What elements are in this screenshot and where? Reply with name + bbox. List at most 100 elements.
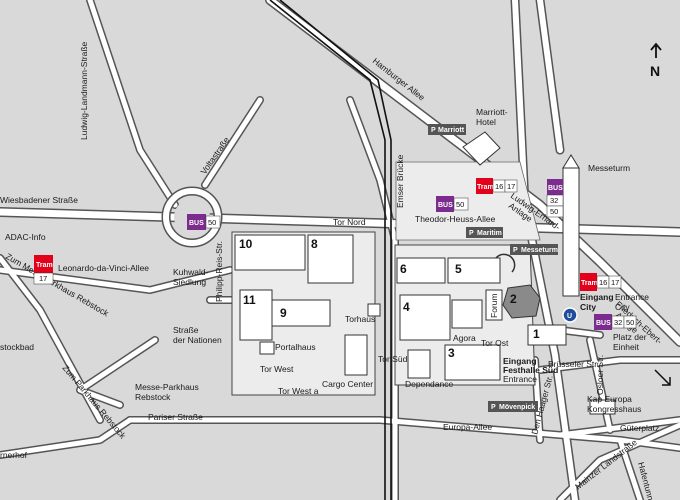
svg-text:50: 50 (208, 218, 216, 227)
rail-lines (269, 0, 392, 500)
hall-9-number: 10 (239, 237, 253, 251)
entrance-festhalle-2: Festhalle Süd (503, 365, 558, 375)
parking-marriott-label: Marriott (438, 127, 465, 134)
bus-stop-einheit: BUS 32 50 (594, 314, 637, 330)
direction-arrow-icon (654, 369, 671, 386)
cargo-center-building (344, 334, 368, 376)
bus-icon (594, 314, 612, 330)
label-cargo-center: Cargo Center (322, 379, 373, 389)
parking-messeturm-label: Messeturm (521, 247, 558, 254)
svg-text:BUS: BUS (189, 220, 204, 227)
hall-numbers: 10 8 11 9 6 5 4 3 2 1 (239, 237, 540, 360)
label-messeturm: Messeturm (588, 163, 630, 173)
hall-10 (271, 299, 331, 327)
label-torhaus: Torhaus (345, 314, 375, 324)
label-dependance: Dependance (405, 379, 453, 389)
label-stockbad: stockbad (0, 342, 34, 352)
parking-marriott: P Marriott (428, 124, 466, 135)
hall-3 (444, 344, 501, 381)
entrance-festhalle-3: Entrance (503, 374, 537, 384)
entrance-city-de-1: Eingang (580, 292, 614, 302)
street-bruesseler: Brüsseler Str. (548, 359, 599, 369)
hall-8 (307, 234, 354, 284)
street-strasse-der-nationen-1: Straße (173, 325, 199, 335)
svg-text:BUS: BUS (596, 320, 611, 327)
svg-text:32: 32 (550, 196, 558, 205)
svg-text:17: 17 (39, 274, 47, 283)
label-messe-parkhaus-2: Rebstock (135, 392, 171, 402)
svg-text:P: P (513, 247, 518, 254)
label-kap-europa-1: Kap Europa (587, 394, 632, 404)
entrance-festhalle-1: Eingang (503, 356, 537, 366)
hall-2-number: 2 (510, 292, 517, 306)
gate-tor-sued: Tor Süd (378, 354, 408, 364)
hall-4 (399, 294, 451, 341)
parking-maritim: P Maritim (466, 227, 503, 238)
tram-icon (34, 255, 53, 273)
street-guterplatz: Güterplatz (620, 423, 659, 433)
label-forum: Forum (489, 293, 499, 318)
hall-3-number: 3 (448, 346, 455, 360)
label-kuhwald-2: Siedlung (173, 277, 206, 287)
label-messe-parkhaus-1: Messe-Parkhaus (135, 382, 199, 392)
street-emser-bruecke: Emser Brücke (395, 154, 405, 208)
hall-1-number: 1 (533, 327, 540, 341)
svg-text:BUS: BUS (438, 202, 453, 209)
street-platz-der-einheit-1: Platz der (613, 332, 647, 342)
hall-2 (502, 284, 541, 319)
hall-5-number: 5 (455, 262, 462, 276)
svg-text:Tram: Tram (581, 280, 598, 287)
entrance-city-en-2: City (615, 302, 630, 312)
svg-text:P: P (431, 127, 436, 134)
svg-text:Tram: Tram (36, 262, 53, 269)
tram-icon (476, 178, 493, 194)
street-theodor-heuss: Theodor-Heuss-Allee (415, 214, 496, 224)
tram-icon (580, 273, 597, 291)
torhaus-building (367, 303, 381, 317)
entrance-city-de-2: City (580, 302, 596, 312)
label-marriott-2: Hotel (476, 117, 496, 127)
agora-building (451, 299, 483, 329)
svg-text:16: 16 (495, 182, 503, 191)
street-osloer: Osloer Str. (595, 355, 605, 395)
dependance-building (407, 349, 431, 379)
street-strasse-der-nationen-2: der Nationen (173, 335, 222, 345)
svg-text:50: 50 (550, 207, 558, 216)
hall-8-number: 8 (311, 237, 318, 251)
entrance-city-en-1: Entrance (615, 292, 649, 302)
subway-icon (562, 307, 578, 323)
hall-1 (527, 324, 567, 346)
parking-icon (510, 244, 558, 255)
label-adac: ADAC-Info (5, 232, 46, 242)
street-platz-der-einheit-2: Einheit (613, 342, 640, 352)
portalhaus-building (259, 341, 275, 355)
svg-text:17: 17 (611, 278, 619, 287)
bus-stop-ludwig-erhard: BUS 32 50 (546, 179, 564, 218)
gate-tor-west: Tor West (260, 364, 294, 374)
label-marriott-1: Marriott- (476, 107, 508, 117)
subway-station: U (562, 307, 578, 323)
label-portalhaus: Portalhaus (275, 342, 316, 352)
entrance-labels: Eingang City Entrance City Eingang Festh… (503, 292, 649, 384)
gate-labels: Tor Nord Tor West Tor West a Tor Süd Tor… (260, 217, 509, 396)
gate-tor-ost: Tor Ost (481, 338, 509, 348)
hall-6 (396, 257, 446, 284)
svg-text:Tram: Tram (477, 184, 494, 191)
messeturm-tower (562, 154, 580, 297)
tram-stop-ludwig-erhard: Tram 16 17 (476, 178, 518, 194)
hall-6-number: 6 (400, 262, 407, 276)
hall-5 (447, 257, 501, 284)
svg-text:50: 50 (626, 318, 634, 327)
parking-icon (488, 401, 538, 412)
street-philipp-reis: Philipp-Reis-Str. (214, 241, 224, 302)
svg-text:32: 32 (614, 318, 622, 327)
svg-text:U: U (567, 313, 572, 320)
label-kuhwald-1: Kuhwald- (173, 267, 209, 277)
svg-text:P: P (491, 404, 496, 411)
bus-icon (436, 196, 454, 212)
label-kap-europa-2: Kongresshaus (587, 404, 641, 414)
svg-text:16: 16 (599, 278, 607, 287)
parking-maritim-label: Maritim (477, 230, 502, 237)
label-agora: Agora (453, 333, 476, 343)
